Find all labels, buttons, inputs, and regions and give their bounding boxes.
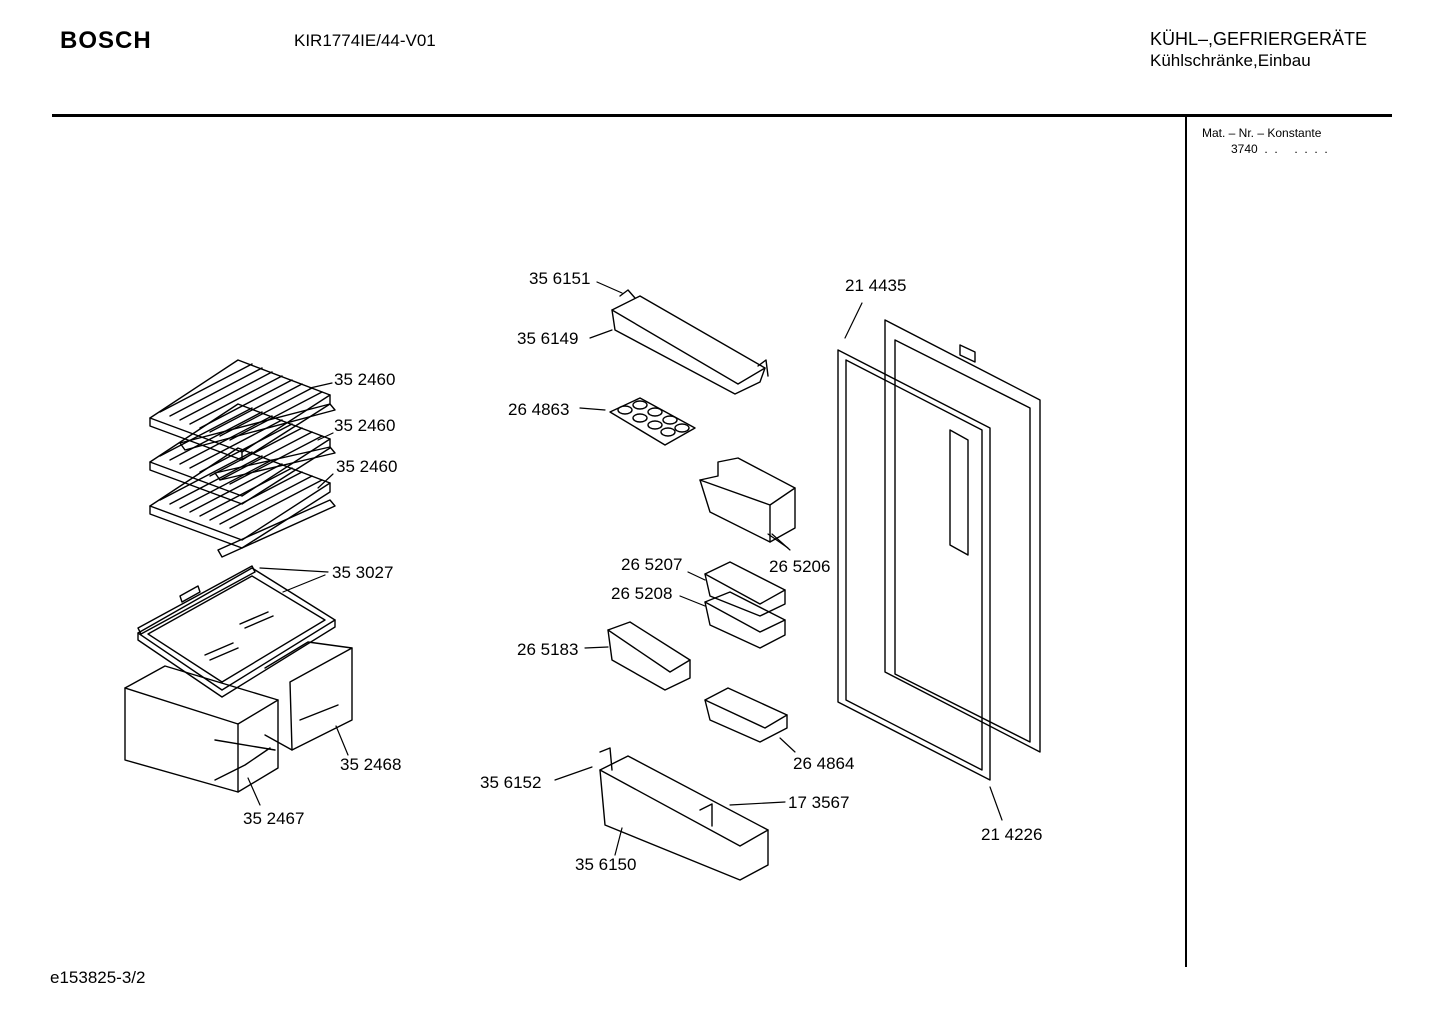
part-label-bin-b: 26 5208	[611, 584, 673, 603]
door-bin-small-b	[704, 591, 786, 649]
dairy-compartment	[699, 457, 796, 543]
door-bin-lower	[704, 687, 788, 743]
part-label-rack-clip-bottom: 35 6152	[480, 773, 542, 792]
sidebar-divider	[1185, 117, 1187, 967]
crisper-drawer-right	[264, 641, 353, 751]
leader-lines	[247, 281, 1003, 856]
part-label-shelf-2: 35 2460	[334, 416, 396, 435]
door-rack-bottom	[599, 747, 769, 881]
part-label-door-rack-top: 35 6149	[517, 329, 579, 348]
egg-tray	[609, 397, 696, 446]
part-label-glass-plate: 35 3027	[332, 563, 394, 582]
wire-shelf-1	[149, 359, 336, 461]
category-title: KÜHL–,GEFRIERGERÄTE	[1150, 29, 1368, 49]
door-bin-small-a	[704, 561, 786, 617]
part-label-door: 21 4435	[845, 276, 907, 295]
part-label-bin-lower: 26 4864	[793, 754, 855, 773]
part-label-egg-tray: 26 4863	[508, 400, 570, 419]
category-subtitle: Kühlschränke,Einbau	[1150, 51, 1311, 70]
part-label-divider: 17 3567	[788, 793, 850, 812]
part-label-shelf-1: 35 2460	[334, 370, 396, 389]
header-divider	[52, 114, 1392, 117]
part-label-gasket: 21 4226	[981, 825, 1043, 844]
part-label-crisper-left: 35 2467	[243, 809, 305, 828]
constant-label: Mat. – Nr. – Konstante	[1202, 126, 1322, 140]
glass-cover-plate	[137, 565, 336, 698]
door-rack-top	[611, 289, 769, 395]
crisper-drawer-left	[124, 665, 279, 793]
part-label-dairy: 26 5206	[769, 557, 831, 576]
part-label-door-rack-bottom: 35 6150	[575, 855, 637, 874]
brand-logo: BOSCH	[60, 27, 152, 54]
constant-value: 3740 . . . . . .	[1231, 142, 1328, 156]
door-bin-bottle-holder	[607, 621, 691, 691]
model-number: KIR1774IE/44-V01	[294, 31, 436, 50]
part-label-bin-a: 26 5207	[621, 555, 683, 574]
door-gasket	[837, 349, 991, 781]
part-label-shelf-3: 35 2460	[336, 457, 398, 476]
part-label-crisper-right: 35 2468	[340, 755, 402, 774]
fridge-door	[884, 319, 1041, 753]
drawing-code: e153825-3/2	[50, 968, 146, 987]
part-label-bottle-holder: 26 5183	[517, 640, 579, 659]
wire-shelf-3	[149, 447, 336, 558]
part-label-door-rack-clip: 35 6151	[529, 269, 591, 288]
